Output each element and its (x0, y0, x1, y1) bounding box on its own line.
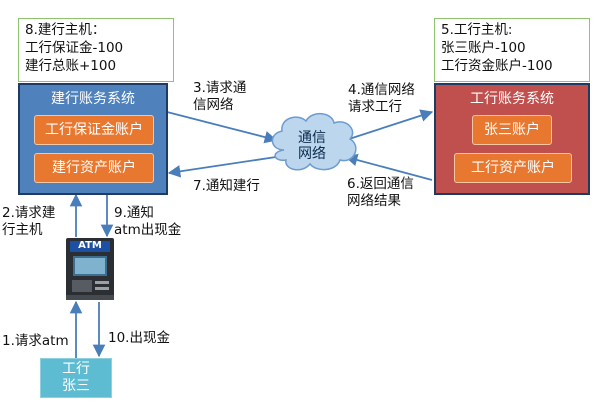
step9-line2: atm出现金 (114, 222, 182, 238)
step9-label: 9.通知 atm出现金 (114, 205, 181, 239)
step3-line1: 3.请求通 (193, 80, 247, 96)
person-line1: 工行 (62, 361, 90, 377)
customer-zhangsan-box: 工行 张三 (40, 358, 112, 398)
step10-label: 10.出现金 (108, 330, 170, 346)
step4-label: 4.通信网络 请求工行 (348, 82, 415, 116)
ccb-host-note: 8.建行主机： 工行保证金-100 建行总账+100 (18, 18, 174, 82)
ccb-note-line-1: 8.建行主机： (25, 22, 106, 38)
arrow-step4 (345, 109, 434, 141)
step6-label: 6.返回通信 网络结果 (347, 176, 414, 210)
ccb-asset-account: 建行资产账户 (34, 153, 154, 183)
step6-line2: 网络结果 (347, 193, 401, 209)
ccb-icbc-deposit-account: 工行保证金账户 (34, 115, 154, 145)
ccb-accounting-system: 建行账务系统 工行保证金账户 建行资产账户 (18, 83, 168, 195)
icbc-host-note: 5.工行主机: 张三账户-100 工行资金账户-100 (434, 18, 590, 82)
atm-machine-icon (66, 238, 114, 300)
ccb-note-line-3: 建行总账+100 (25, 58, 117, 74)
network-label: 通信 网络 (292, 130, 332, 162)
step3-label: 3.请求通 信网络 (193, 80, 246, 114)
person-line2: 张三 (62, 378, 90, 394)
step1-label: 1.请求atm (2, 333, 69, 349)
icbc-system-title: 工行账务系统 (470, 91, 554, 107)
icbc-note-line-3: 工行资金账户-100 (441, 58, 553, 74)
step7-label: 7.通知建行 (193, 178, 260, 194)
arrow-step6 (344, 153, 433, 181)
network-label-line1: 通信 (298, 130, 326, 146)
network-label-line2: 网络 (298, 146, 326, 162)
icbc-note-line-2: 张三账户-100 (441, 40, 526, 56)
icbc-note-line-1: 5.工行主机: (441, 22, 513, 38)
step2-label: 2.请求建 行主机 (2, 205, 55, 239)
ccb-note-line-2: 工行保证金-100 (25, 40, 124, 56)
icbc-zhangsan-account: 张三账户 (472, 115, 552, 145)
step2-line2: 行主机 (2, 222, 43, 238)
step4-line2: 请求工行 (348, 99, 402, 115)
ccb-system-title: 建行账务系统 (51, 91, 135, 107)
step2-line1: 2.请求建 (2, 205, 56, 221)
atm-label: ATM (78, 240, 102, 251)
arrow-step3 (166, 111, 278, 144)
icbc-accounting-system: 工行账务系统 张三账户 工行资产账户 (434, 83, 590, 195)
step3-line2: 信网络 (193, 97, 234, 113)
step9-line1: 9.通知 (114, 205, 154, 221)
step6-line1: 6.返回通信 (347, 176, 414, 192)
icbc-asset-account: 工行资产账户 (454, 153, 572, 183)
arrow-step7 (167, 156, 277, 178)
step4-line1: 4.通信网络 (348, 82, 415, 98)
network-cloud-icon (271, 113, 357, 171)
